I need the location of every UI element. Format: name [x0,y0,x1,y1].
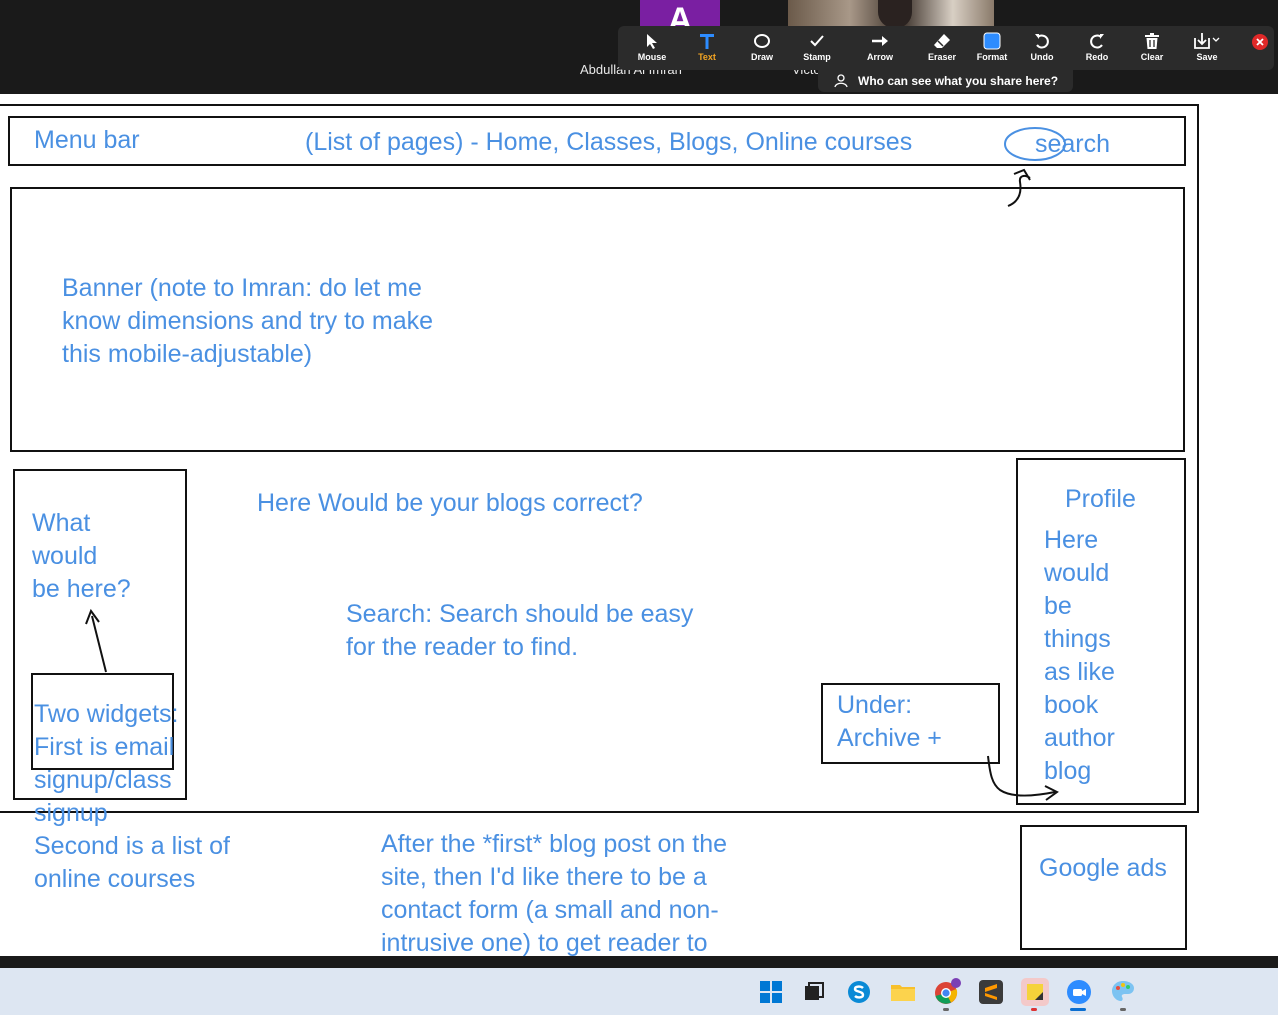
task-view-icon[interactable] [800,978,828,1006]
tool-label: Draw [750,52,773,62]
windows-start-icon[interactable] [757,978,785,1006]
participant-video-thumbnail[interactable] [788,0,994,28]
meeting-top-strip: A Abdullah Al Imran Victo Mouse Text Dra… [0,0,1278,94]
screen-share-border [0,956,1278,968]
tool-stamp[interactable]: Stamp [790,30,844,68]
arrow-right-icon [872,36,888,46]
undo-icon [1035,34,1049,49]
contact-form-note: After the *first* blog post on the site,… [381,830,728,957]
tool-label: Redo [1085,52,1109,62]
tool-arrow[interactable]: Arrow [853,30,907,68]
whiteboard-canvas[interactable]: Menu bar (List of pages) - Home, Classes… [0,94,1278,957]
tool-label: Undo [1030,52,1054,62]
tool-draw[interactable]: Draw [735,30,789,68]
paint-icon[interactable] [1109,978,1137,1006]
tool-format[interactable]: Format [965,30,1019,68]
tool-clear[interactable]: Clear [1125,30,1179,68]
tool-label: Save [1196,52,1218,62]
close-icon [1256,38,1264,46]
profile-box [1016,458,1186,805]
person-icon [834,74,848,88]
widget-inner-box [31,673,174,770]
paint-running-indicator [1120,1008,1126,1011]
search-note: Search: Search should be easy for the re… [346,600,694,661]
skype-icon[interactable] [845,978,873,1006]
zoom-icon[interactable] [1065,978,1093,1006]
outer-frame [0,104,1199,813]
format-square-icon [983,32,1001,50]
tool-save[interactable]: Save [1180,30,1234,68]
profile-title: Profile [1065,485,1136,513]
sublime-text-icon[interactable] [977,978,1005,1006]
participant-avatar[interactable]: A [640,0,720,30]
tool-text[interactable]: Text [680,30,734,68]
annotation-toolbar: Mouse Text Draw Stamp Arrow Eraser Forma… [618,26,1274,70]
left-sidebar-box [13,469,187,800]
text-icon [700,34,714,49]
widgets-note: Two widgets: First is email signup/class… [34,700,230,893]
who-can-see-banner[interactable]: Who can see what you share here? [818,70,1073,92]
zoom-active-indicator [1070,1008,1086,1011]
eraser-icon [934,34,950,48]
left-sidebar-question: What would be here? [32,509,131,603]
menu-bar-box [8,116,1186,166]
tool-label: Stamp [803,52,831,62]
file-explorer-icon[interactable] [889,978,917,1006]
tool-label: Mouse [637,52,667,62]
chrome-running-indicator [943,1008,949,1011]
redo-icon [1090,34,1104,49]
tool-label: Text [698,52,716,62]
sticky-running-indicator [1031,1008,1037,1011]
under-archive-note: Under: Archive + [837,691,942,752]
tool-mouse[interactable]: Mouse [625,30,679,68]
tool-label: Format [976,52,1008,62]
close-annotation-button[interactable] [1252,34,1268,50]
archive-box [821,683,1000,764]
checkmark-icon [810,35,824,47]
menu-bar-label: Menu bar [34,126,140,154]
chrome-icon[interactable] [933,978,961,1006]
google-ads-box [1020,825,1187,950]
google-ads-label: Google ads [1039,854,1167,882]
banner-note: Banner (note to Imran: do let me know di… [62,274,434,368]
cursor-icon [647,34,657,49]
tool-label: Eraser [927,52,957,62]
tool-label: Clear [1140,52,1164,62]
banner-box [10,187,1185,452]
tool-undo[interactable]: Undo [1015,30,1069,68]
sticky-notes-icon[interactable] [1021,978,1049,1006]
participant-face [878,0,912,28]
blogs-question: Here Would be your blogs correct? [257,489,643,517]
pages-list-text: (List of pages) - Home, Classes, Blogs, … [305,128,913,156]
avatar-letter: A [667,1,693,30]
trash-icon [1145,33,1159,49]
windows-taskbar [0,968,1278,1015]
ellipse-icon [754,34,770,48]
profile-note: Here would be things as like book author… [1044,526,1115,785]
who-can-see-text: Who can see what you share here? [858,74,1059,88]
tool-label: Arrow [866,52,893,62]
tool-redo[interactable]: Redo [1070,30,1124,68]
save-icon [1194,33,1220,49]
tool-eraser[interactable]: Eraser [915,30,969,68]
search-label: search [1035,130,1111,158]
